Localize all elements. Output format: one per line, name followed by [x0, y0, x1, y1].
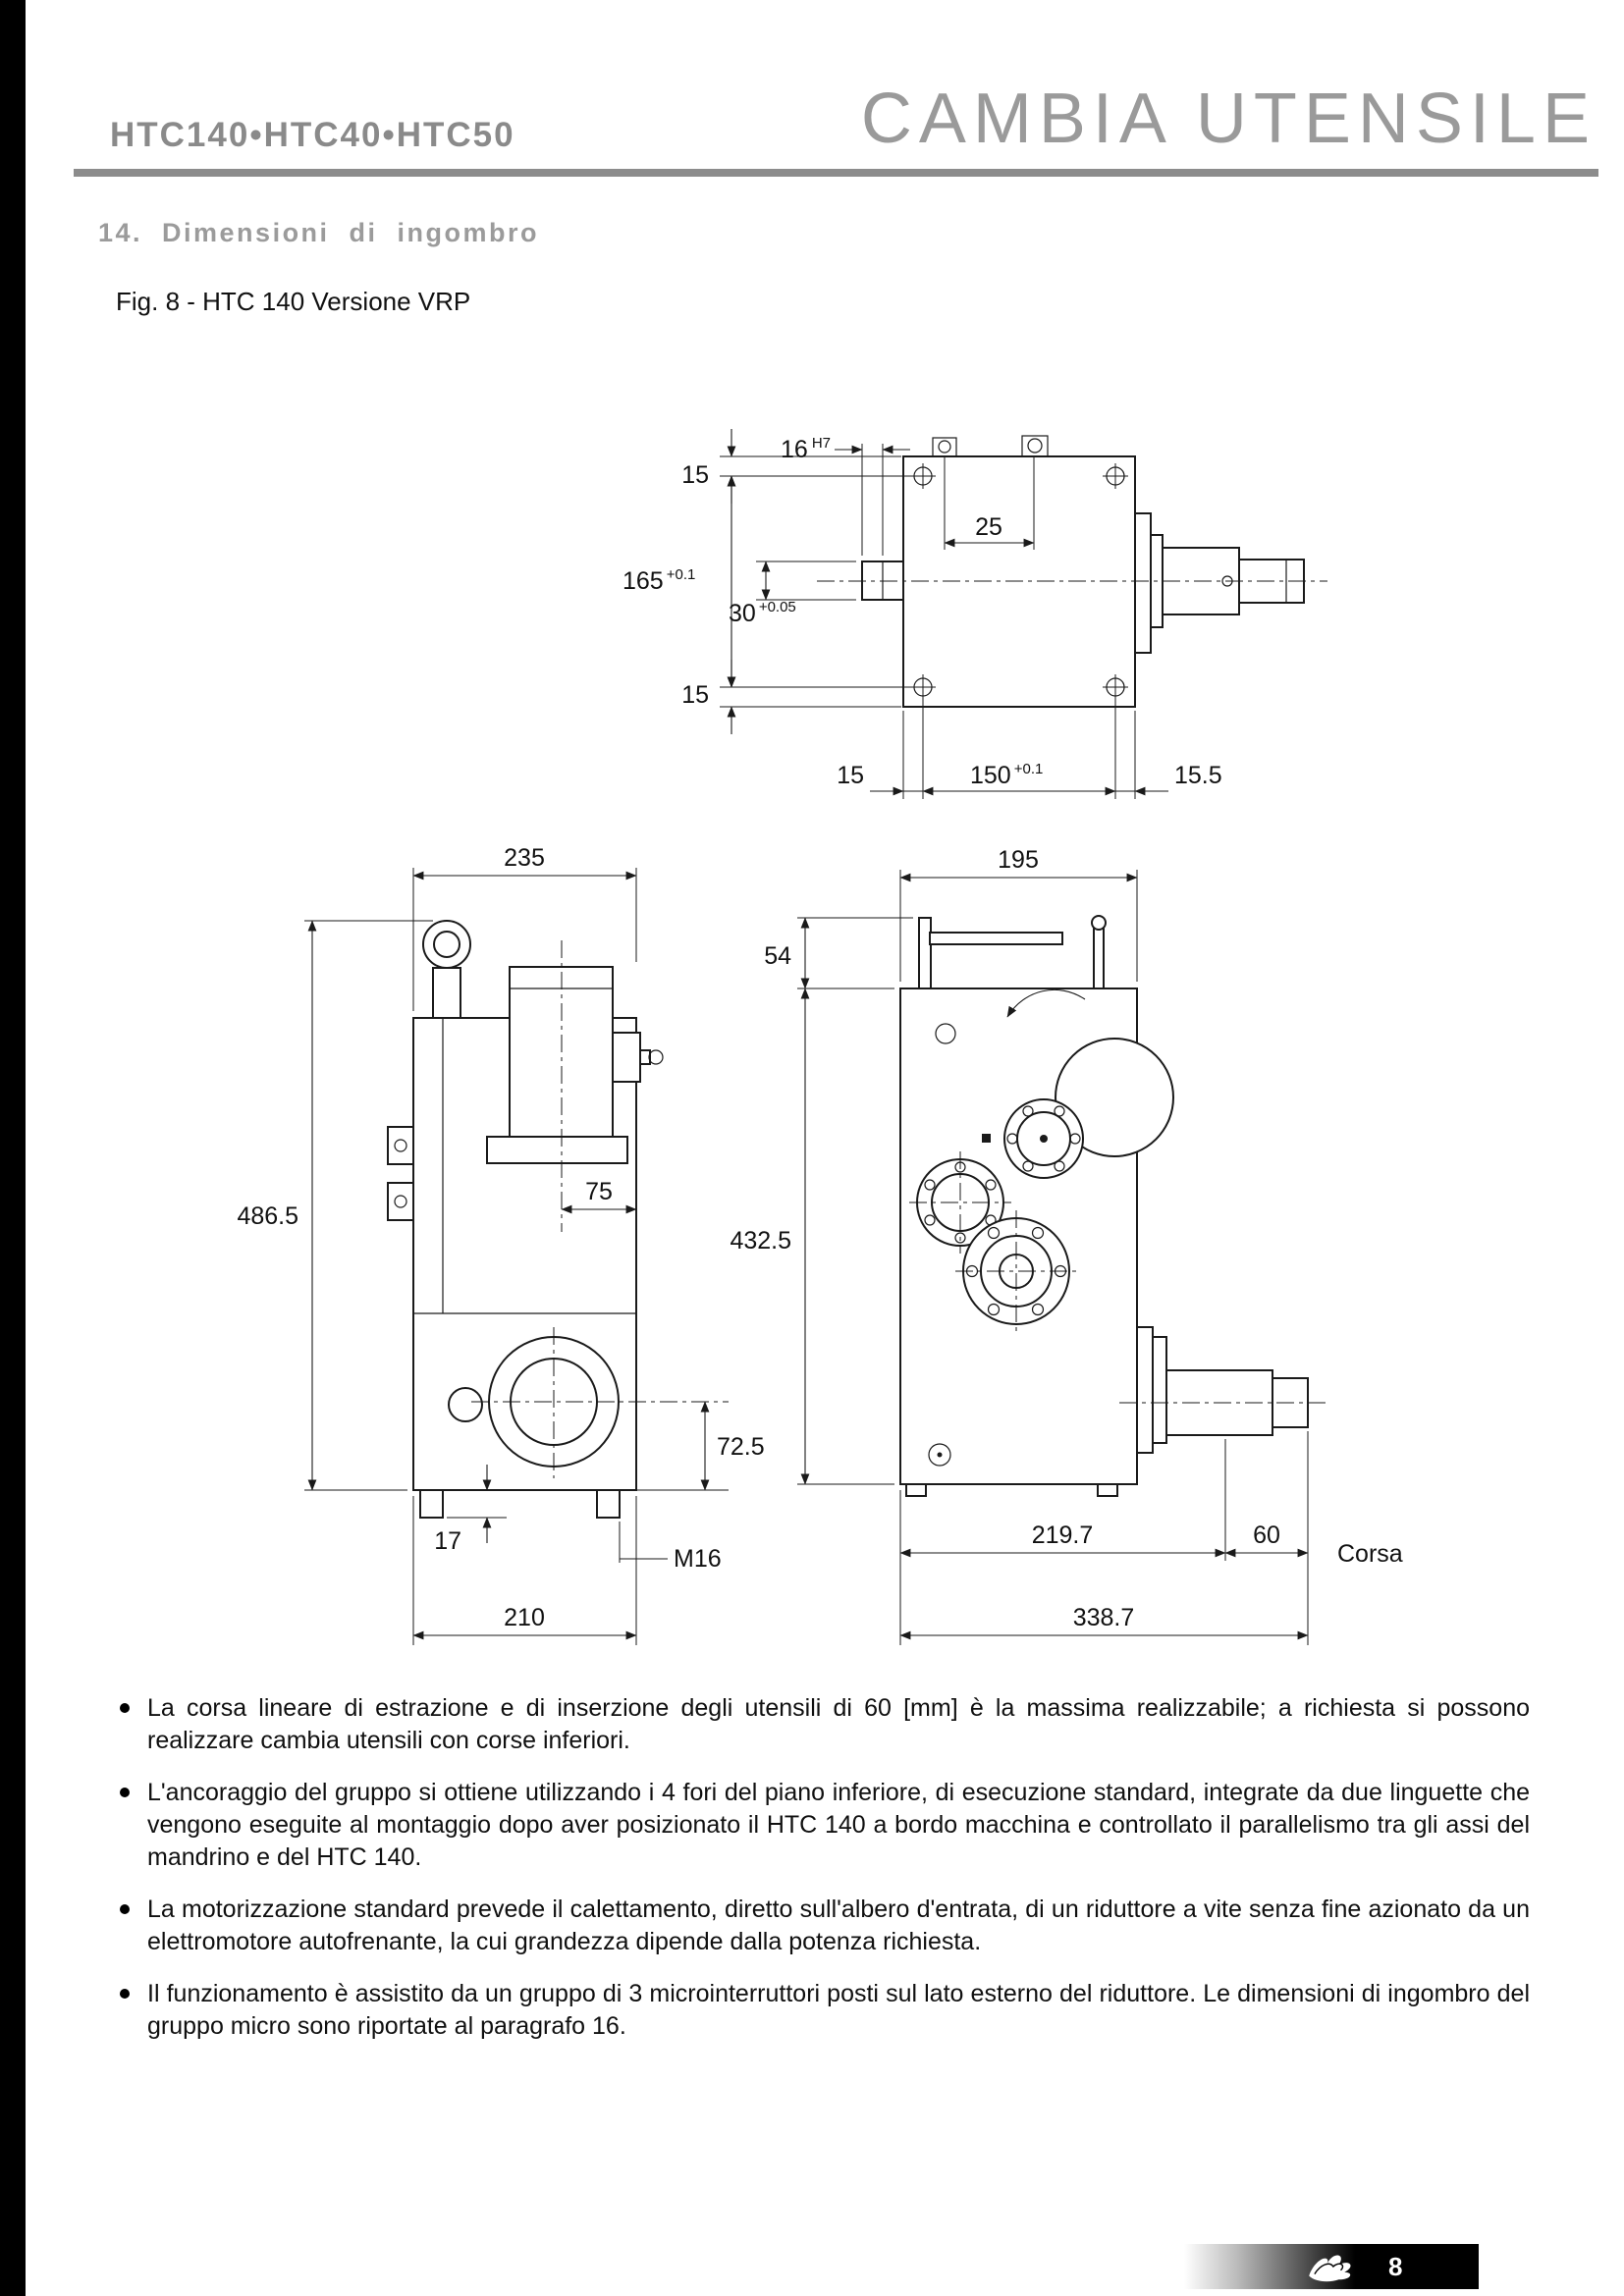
header-title: CAMBIA UTENSILE [860, 80, 1597, 158]
side-brackets [387, 1126, 414, 1221]
dim-foot-height: 17 [434, 1527, 461, 1555]
footer-bar: 8 [1184, 2244, 1479, 2289]
input-shaft [1134, 512, 1305, 654]
dim-key-width: 30+0.05 [729, 599, 796, 627]
dim-total-length: 338.7 [1073, 1604, 1135, 1631]
eye-bolt [422, 920, 471, 1019]
side-feet [905, 1483, 1118, 1497]
dim-motor-offset: 75 [585, 1178, 613, 1205]
note-text: La motorizzazione standard prevede il ca… [147, 1896, 1530, 1955]
left-edge-bar [0, 0, 26, 2296]
dim-top-margin-top: 15 [681, 461, 709, 489]
top-view-dimension-lines [727, 429, 1168, 796]
brand-logo-icon [1309, 2255, 1351, 2282]
dim-side-height: 432.5 [730, 1227, 791, 1255]
side-view-dimension-lines [800, 873, 1309, 1640]
front-view: 235 486.5 75 72.5 17 M16 210 [237, 844, 765, 1645]
worm-housing-circle [1055, 1038, 1174, 1157]
pilot-hole [935, 1023, 956, 1044]
section-title: 14. Dimensioni di ingombro [98, 218, 540, 247]
front-view-dimension-lines [307, 871, 710, 1640]
bolt-flange-upper [982, 1098, 1084, 1179]
dim-shaft-length: 219.7 [1032, 1522, 1094, 1549]
dim-side-width: 195 [998, 846, 1039, 874]
dim-hole-offset: 25 [975, 513, 1002, 541]
bullet-icon [120, 1788, 130, 1797]
top-fittings [932, 435, 1049, 457]
header-models: HTC140•HTC40•HTC50 [110, 116, 515, 154]
dim-base-span: 150+0.1 [970, 761, 1043, 789]
front-view-extension-lines [304, 868, 729, 1645]
bolt-flange-left [909, 1151, 1011, 1254]
bullet-icon [120, 1989, 130, 1999]
lifting-pins [918, 915, 1107, 989]
dim-pin-height: 54 [764, 942, 791, 970]
bullet-icon [120, 1904, 130, 1914]
note-text: Il funzionamento è assistito da un grupp… [147, 1980, 1530, 2040]
label-thread: M16 [674, 1545, 722, 1573]
bolt-flange-center [955, 1210, 1077, 1332]
dim-top-margin-bottom: 15 [681, 681, 709, 709]
bullet-icon [120, 1703, 130, 1713]
bolt-hole-icon [910, 463, 1128, 700]
side-view-extension-lines [797, 870, 1309, 1645]
dim-base-width: 210 [504, 1604, 545, 1631]
dim-front-width: 235 [504, 844, 545, 872]
note-item: L'ancoraggio del gruppo si ottiene utili… [120, 1777, 1530, 1874]
mounting-feet [419, 1489, 621, 1519]
dim-hole-spacing-vertical: 165+0.1 [623, 566, 695, 595]
note-text: L'ancoraggio del gruppo si ottiene utili… [147, 1779, 1530, 1871]
note-item: La corsa lineare di estrazione e di inse… [120, 1692, 1530, 1757]
page-number: 8 [1388, 2252, 1403, 2281]
figure-caption: Fig. 8 - HTC 140 Versione VRP [116, 287, 471, 316]
lower-pilot-hole [928, 1443, 951, 1467]
dim-stroke: 60 [1253, 1522, 1280, 1549]
note-item: La motorizzazione standard prevede il ca… [120, 1894, 1530, 1958]
note-item: Il funzionamento è assistito da un grupp… [120, 1978, 1530, 2043]
output-shaft [1136, 1326, 1309, 1454]
dim-base-left: 15 [837, 762, 864, 789]
dim-flange-height: 72.5 [717, 1433, 765, 1461]
note-text: La corsa lineare di estrazione e di inse… [147, 1694, 1530, 1754]
dim-front-height: 486.5 [237, 1202, 298, 1230]
header-rule [74, 169, 1598, 177]
rotation-arrow-icon [1006, 988, 1086, 1018]
label-stroke: Corsa [1337, 1540, 1403, 1568]
dim-base-right: 15.5 [1174, 762, 1222, 789]
side-view: 195 54 432.5 219.7 60 Corsa 338.7 [730, 846, 1403, 1645]
notes-list: La corsa lineare di estrazione e di inse… [120, 1692, 1530, 2062]
top-view-extension-lines [720, 444, 1136, 799]
